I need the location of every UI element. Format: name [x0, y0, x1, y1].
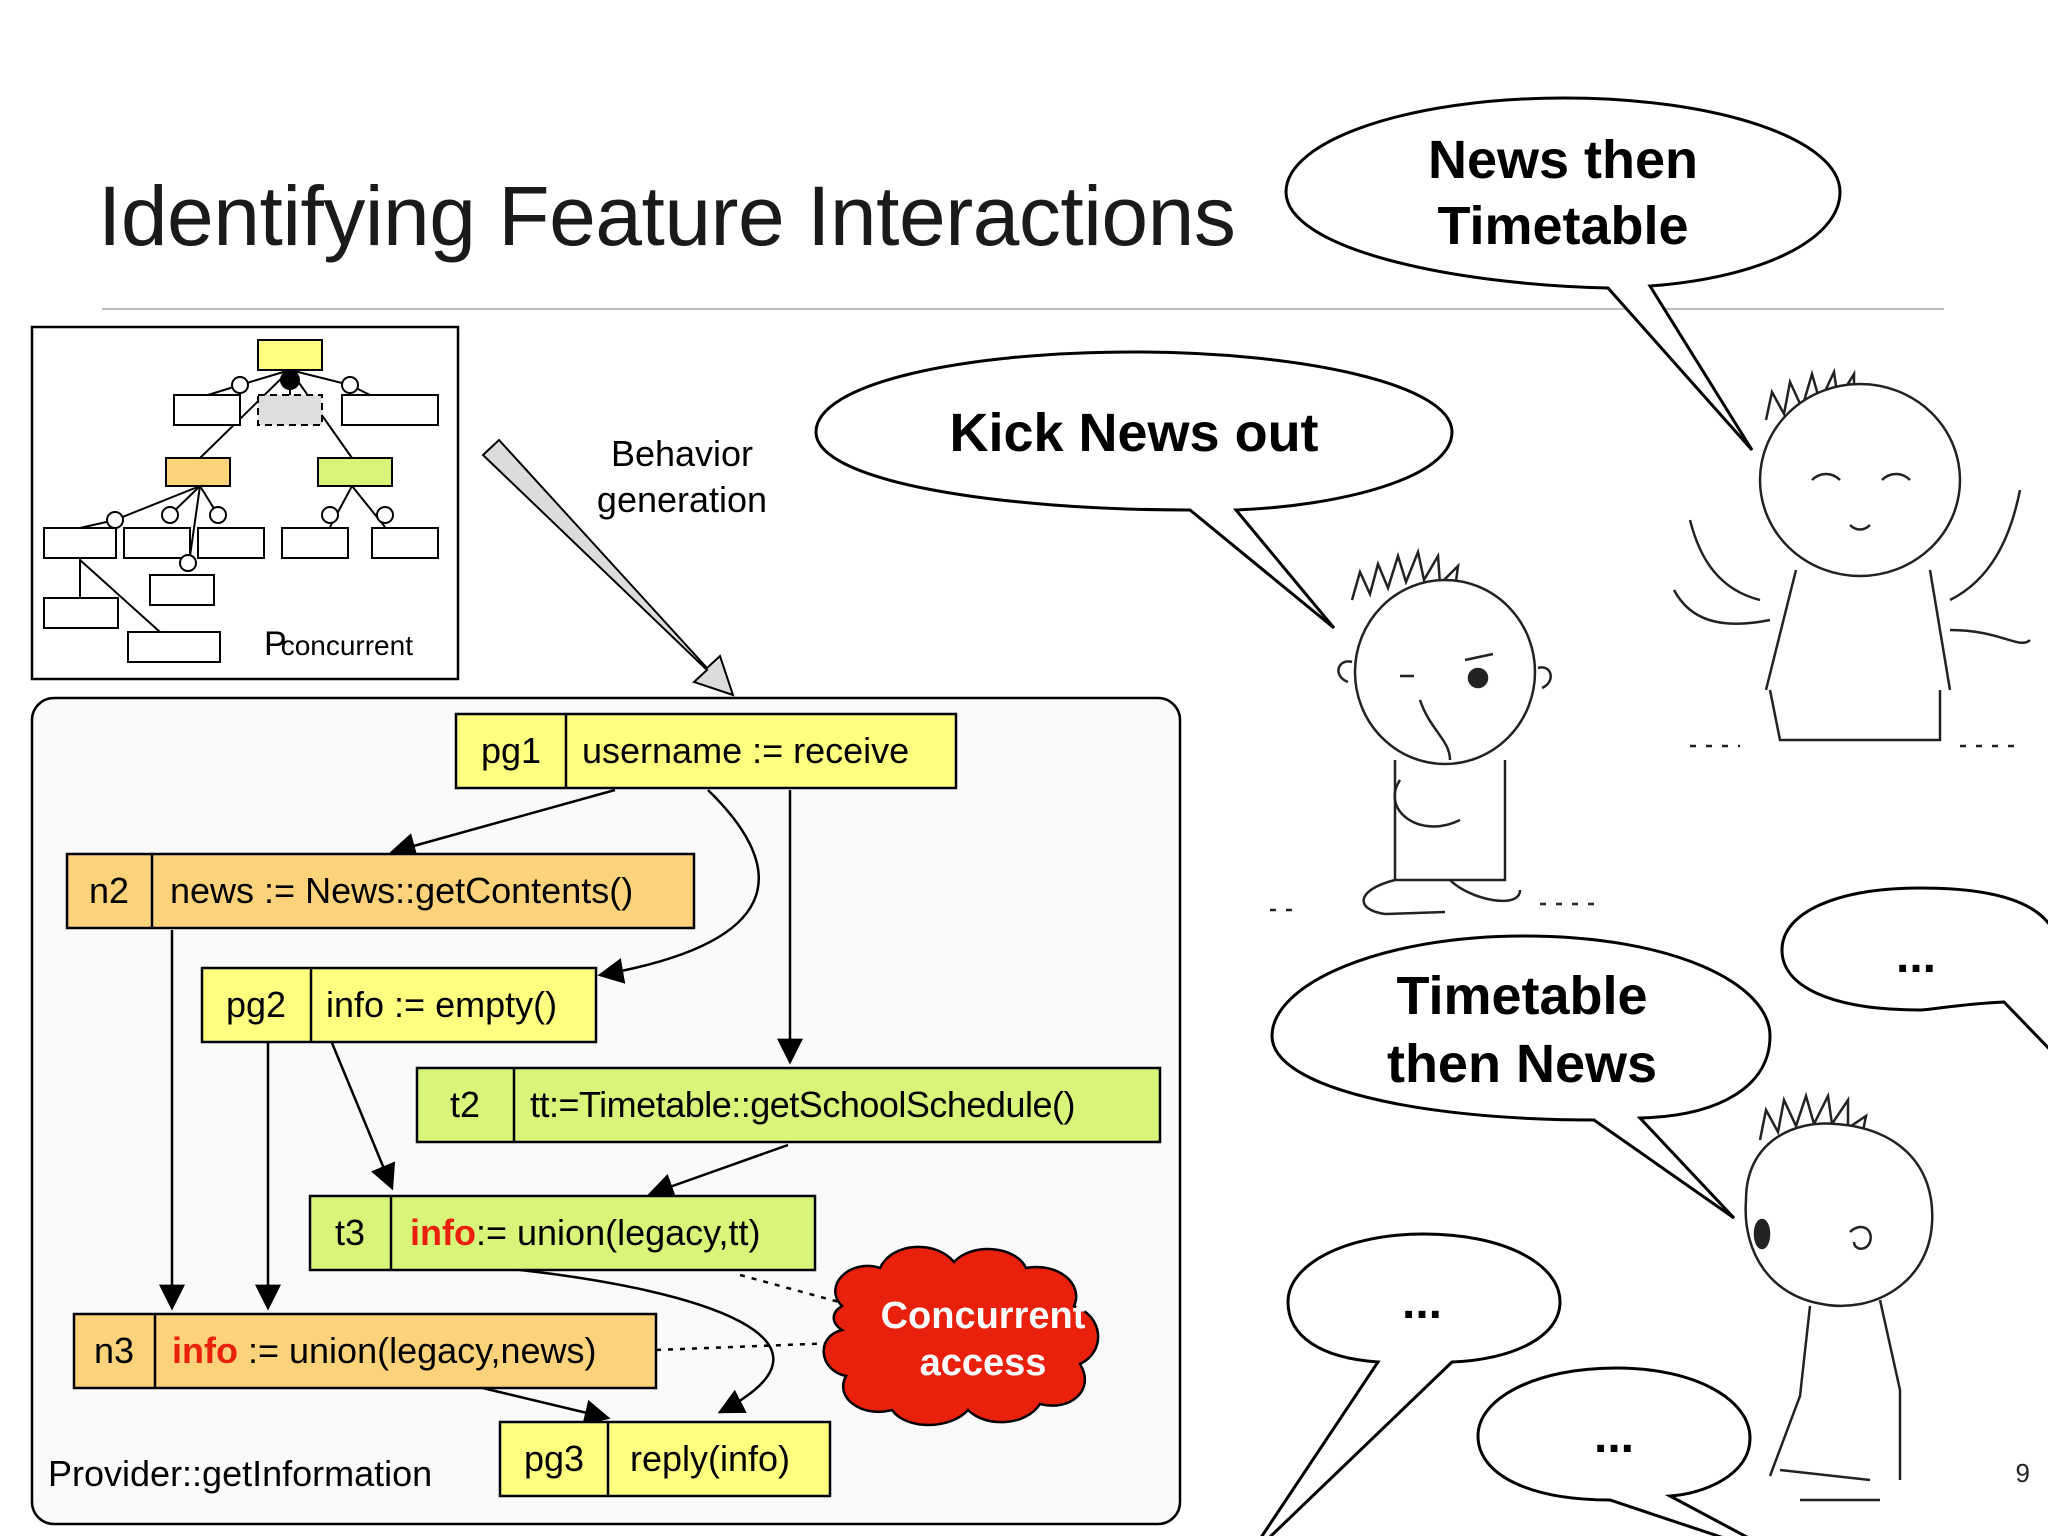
node-pg2: pg2 info := empty() — [200, 966, 598, 1044]
bubble-line2: then News — [1387, 1034, 1657, 1094]
bubble-ellipsis-bottom-right: ... — [1476, 1366, 1752, 1536]
node-id: pg1 — [481, 730, 541, 771]
behavior-generation-arrow — [481, 438, 735, 697]
bubble-kick-news-out: Kick News out — [814, 350, 1454, 630]
bubble-line1: Timetable — [1396, 966, 1647, 1026]
bubble-text: ... — [1402, 1276, 1442, 1329]
slide-title: Identifying Feature Interactions — [98, 169, 1236, 263]
node-code: info := empty() — [326, 984, 557, 1025]
cloud-line2: access — [920, 1342, 1047, 1384]
cartoon-kid-thinking — [1270, 547, 1600, 916]
node-id: n3 — [94, 1330, 134, 1371]
node-pg3: pg3 reply(info) — [498, 1420, 832, 1498]
arrow-label-line2: generation — [597, 479, 767, 520]
cloud-line1: Concurrent — [881, 1295, 1086, 1337]
bubble-ellipsis-bottom-left: ... — [1260, 1232, 1562, 1536]
bubble-line2: Timetable — [1437, 196, 1688, 256]
title-divider — [102, 308, 1944, 310]
node-code: username := receive — [582, 730, 909, 771]
concurrent-access-cloud: Concurrent access — [822, 1245, 1100, 1427]
node-n2: n2 news := News::getContents() — [65, 852, 696, 930]
feature-model-label: Pconcurrent — [264, 625, 413, 663]
bubble-line1: News then — [1428, 130, 1698, 190]
node-t2: t2 tt:=Timetable::getSchoolSchedule() — [415, 1066, 1162, 1144]
bubble-news-then-timetable: News then Timetable — [1284, 96, 1842, 451]
bubble-text: Kick News out — [949, 403, 1318, 463]
node-code: info:= union(legacy,tt) — [410, 1212, 760, 1253]
node-pg1: pg1 username := receive — [454, 712, 958, 790]
node-id: pg3 — [524, 1438, 584, 1479]
feature-model: Pconcurrent — [30, 325, 460, 681]
bubble-ellipsis-right: ... — [1780, 886, 2048, 1050]
node-id: t2 — [450, 1084, 480, 1125]
node-code: info := union(legacy,news) — [172, 1330, 597, 1371]
program-graph-caption: Provider::getInformation — [48, 1453, 432, 1494]
node-n3: n3 info := union(legacy,news) — [72, 1312, 658, 1390]
bubble-timetable-then-news: Timetable then News — [1270, 934, 1772, 1220]
arrow-label-line1: Behavior — [611, 433, 753, 474]
page-number: 9 — [2015, 1458, 2030, 1488]
bubble-text: ... — [1594, 1410, 1634, 1463]
bubble-text: ... — [1896, 930, 1936, 983]
node-id: pg2 — [226, 984, 286, 1025]
cartoon-kid-side — [1744, 1091, 1934, 1502]
node-id: t3 — [335, 1212, 365, 1253]
cartoon-kid-multiarmed — [1672, 367, 2031, 748]
node-code: tt:=Timetable::getSchoolSchedule() — [530, 1084, 1075, 1125]
node-t3: t3 info:= union(legacy,tt) — [308, 1194, 817, 1272]
node-code: reply(info) — [630, 1438, 790, 1479]
node-id: n2 — [89, 870, 129, 911]
node-code: news := News::getContents() — [170, 870, 633, 911]
